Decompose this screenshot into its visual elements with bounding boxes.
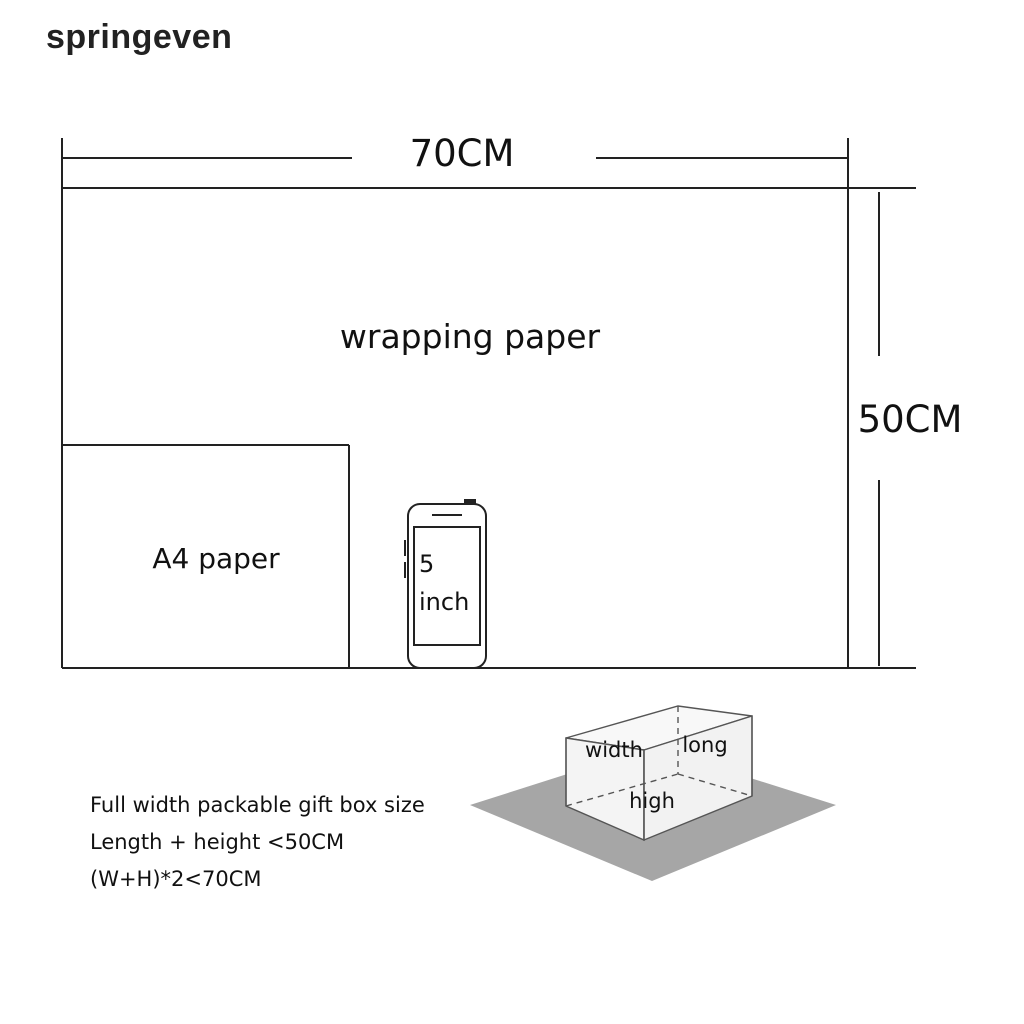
gift-box-illustration — [470, 705, 836, 881]
width-dimension — [61, 138, 849, 188]
phone-size-unit: inch — [419, 588, 469, 616]
a4-paper-outline — [62, 444, 350, 668]
a4-paper-label: A4 paper — [152, 542, 280, 575]
note-line-2: Length + height <50CM — [90, 830, 345, 854]
box-high-label: high — [629, 789, 675, 813]
phone-size-number: 5 — [419, 550, 434, 578]
box-width-label: width — [585, 738, 643, 762]
note-line-1: Full width packable gift box size — [90, 793, 425, 817]
width-dimension-label: 70CM — [410, 132, 515, 175]
height-dimension-label: 50CM — [858, 398, 963, 441]
wrapping-paper-outline — [61, 187, 916, 669]
box-long-label: long — [682, 733, 727, 757]
phone-icon — [404, 499, 487, 669]
note-line-3: (W+H)*2<70CM — [90, 867, 262, 891]
wrapping-paper-label: wrapping paper — [340, 317, 601, 356]
brand-logo-text: springeven — [46, 18, 233, 56]
